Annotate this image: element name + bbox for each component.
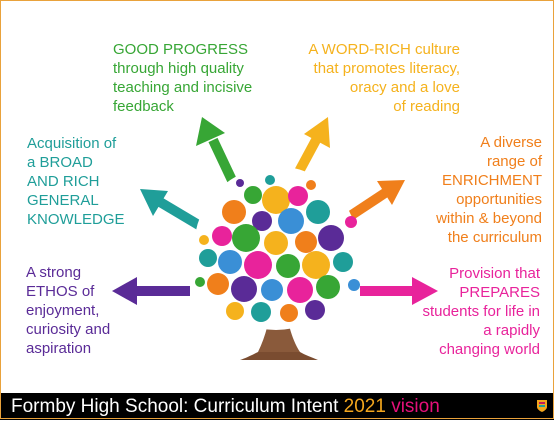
- aim-word-rich-line: of reading: [393, 98, 460, 115]
- aim-enrichment-line: opportunities: [456, 191, 542, 208]
- arrow-knowledge: [140, 189, 205, 232]
- aim-prepares-line: a rapidly: [483, 322, 540, 339]
- aim-good-progress-line: GOOD PROGRESS: [113, 41, 249, 58]
- aim-enrichment-line: A diverse: [480, 134, 542, 151]
- aim-broad-knowledge-line: Acquisition of: [27, 135, 117, 152]
- arrow-ethos: [112, 277, 190, 305]
- aim-broad-knowledge: Acquisition of a BROAD AND RICH GENERAL …: [27, 134, 142, 229]
- aim-prepares: Provision that PREPARES students for lif…: [385, 264, 540, 359]
- aim-prepares-line: students for life in: [422, 303, 540, 320]
- aim-good-progress-line: through high quality: [113, 60, 244, 77]
- aim-enrichment: A diverse range of ENRICHMENT opportunit…: [402, 133, 542, 247]
- tree-canopy: [194, 166, 360, 330]
- aim-good-progress: GOOD PROGRESS through high quality teach…: [113, 40, 273, 116]
- aim-broad-knowledge-line: AND RICH: [27, 173, 100, 190]
- aim-ethos-line: aspiration: [26, 340, 92, 357]
- aim-broad-knowledge-line: a BROAD: [27, 154, 93, 171]
- footer-title: Formby High School: Curriculum Intent 20…: [11, 396, 440, 418]
- aim-word-rich-line: that promotes literacy,: [313, 60, 460, 77]
- aim-ethos-line: ETHOS of: [26, 283, 95, 300]
- aim-prepares-line: Provision that: [449, 265, 540, 282]
- aim-prepares-line: PREPARES: [459, 284, 540, 301]
- aim-broad-knowledge-line: KNOWLEDGE: [27, 211, 125, 228]
- arrow-prepares: [360, 277, 438, 305]
- aim-word-rich-line: A WORD-RICH culture: [308, 41, 460, 58]
- aim-good-progress-line: feedback: [113, 98, 174, 115]
- aim-enrichment-line: range of: [486, 153, 542, 170]
- aim-ethos-line: curiosity and: [26, 321, 111, 338]
- aim-good-progress-line: teaching and incisive: [113, 79, 253, 96]
- aim-enrichment-line: ENRICHMENT: [442, 172, 542, 189]
- aim-word-rich: A WORD-RICH culture that promotes litera…: [282, 40, 460, 116]
- aim-ethos-line: A strong: [26, 264, 82, 281]
- aim-enrichment-line: within & beyond: [436, 210, 542, 227]
- aim-ethos: A strong ETHOS of enjoyment, curiosity a…: [26, 263, 136, 358]
- aim-prepares-line: changing world: [439, 341, 540, 358]
- aim-enrichment-line: the curriculum: [447, 229, 542, 246]
- footer-year: 2021: [343, 396, 386, 417]
- aim-ethos-line: enjoyment,: [26, 302, 100, 319]
- footer-bar: Formby High School: Curriculum Intent 20…: [0, 393, 554, 420]
- footer-title-text: Formby High School: Curriculum Intent: [11, 396, 339, 417]
- footer-vision: vision: [391, 396, 440, 417]
- school-crest-icon: [537, 400, 547, 412]
- aim-broad-knowledge-line: GENERAL: [27, 192, 99, 209]
- aim-word-rich-line: oracy and a love: [349, 79, 460, 96]
